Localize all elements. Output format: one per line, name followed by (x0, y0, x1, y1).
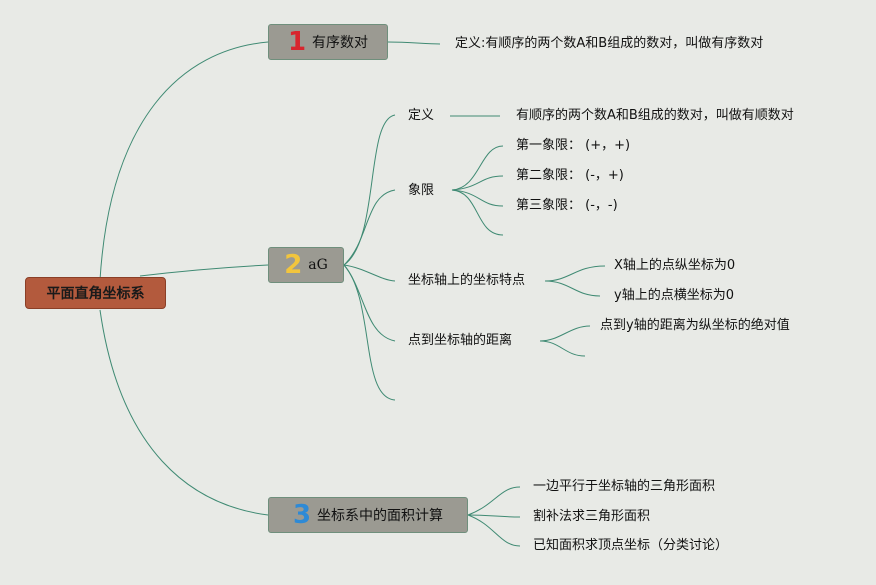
root-node[interactable]: 平面直角坐标系 (25, 277, 166, 309)
distance-text: 点到y轴的距离为纵坐标的绝对值 (600, 318, 790, 333)
branch-label-1: 有序数对 (312, 35, 369, 51)
axis-item-y: y轴上的点横坐标为0 (614, 288, 734, 303)
quadrant-item-1: 第一象限： (+，+) (516, 138, 631, 153)
branch-label-2: aG (308, 257, 328, 273)
branch-node-1[interactable]: 1 有序数对 (268, 24, 388, 60)
branch-number-2: 2 (284, 250, 303, 280)
branch-label-3: 坐标系中的面积计算 (317, 508, 444, 524)
branch-number-1: 1 (287, 27, 307, 57)
definition-label: 定义 (408, 108, 435, 123)
branch-number-3: 3 (292, 500, 312, 530)
quadrant-item-2: 第二象限： (-，+) (516, 168, 624, 183)
quadrant-item-3: 第三象限： (-，-) (516, 198, 618, 213)
ordered-pair-definition: 定义:有顺序的两个数A和B组成的数对，叫做有序数对 (455, 36, 764, 51)
area-item-2: 割补法求三角形面积 (533, 509, 651, 524)
axis-feature-label: 坐标轴上的坐标特点 (408, 273, 526, 288)
branch-node-3[interactable]: 3 坐标系中的面积计算 (268, 497, 468, 533)
axis-item-x: X轴上的点纵坐标为0 (614, 258, 736, 273)
area-item-3: 已知面积求顶点坐标（分类讨论） (533, 538, 729, 553)
definition-text: 有顺序的两个数A和B组成的数对，叫做有顺数对 (516, 108, 794, 123)
root-label: 平面直角坐标系 (46, 286, 145, 302)
branch-node-2[interactable]: 2 aG (268, 247, 344, 283)
distance-label: 点到坐标轴的距离 (408, 333, 513, 348)
quadrant-label: 象限 (408, 183, 435, 198)
area-item-1: 一边平行于坐标轴的三角形面积 (533, 479, 716, 494)
